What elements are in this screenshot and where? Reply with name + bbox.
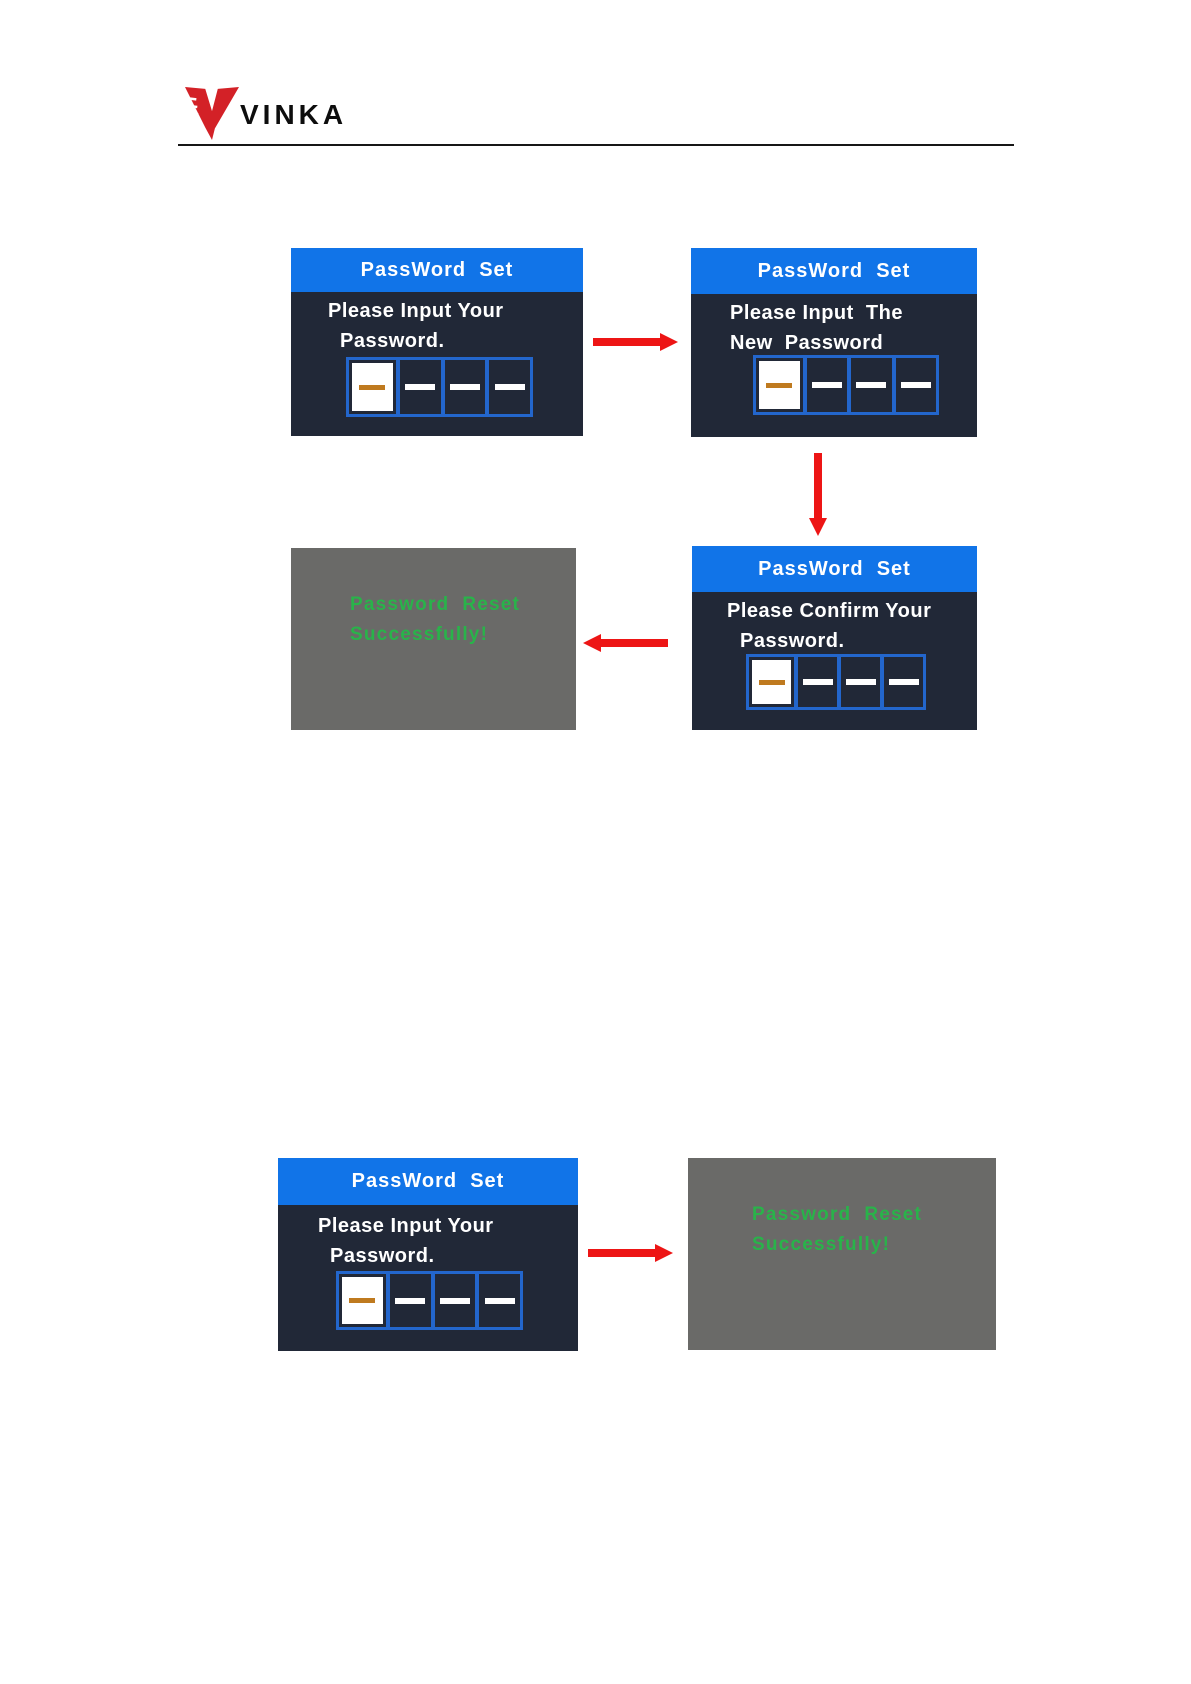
arrow-shaft: [588, 1249, 655, 1257]
screen-title-bar: PassWord Set: [291, 248, 583, 292]
password-digit-cell-active: [339, 1274, 390, 1327]
password-digit-boxes: [746, 654, 926, 710]
brand-name: VINKA: [240, 99, 348, 130]
prompt-line-2: New Password: [730, 332, 884, 354]
flow-arrow-down: [809, 453, 827, 536]
password-digit-cell: [435, 1274, 480, 1327]
password-digit-cell: [445, 360, 490, 414]
empty-dash: [802, 679, 833, 685]
password-digit-cell-active: [349, 360, 400, 414]
cursor-dash: [349, 1298, 376, 1303]
empty-dash: [845, 679, 876, 685]
screen-title: PassWord Set: [758, 557, 911, 580]
password-digit-cell: [489, 360, 530, 414]
prompt-line-2: Password.: [740, 630, 845, 652]
screen-title: PassWord Set: [360, 258, 514, 281]
prompt-line-1: Please Confirm Your: [727, 600, 932, 622]
empty-dash: [900, 382, 931, 388]
cursor-dash: [766, 382, 793, 388]
flow-arrow-right-2: [588, 1244, 673, 1262]
arrow-shaft: [814, 453, 822, 518]
password-digit-cell: [841, 657, 884, 707]
prompt-line-1: Please Input Your: [328, 300, 504, 322]
arrow-head: [809, 518, 827, 536]
password-digit-cell-active: [749, 657, 798, 707]
empty-dash: [395, 1297, 426, 1304]
success-line-2: Successfully!: [350, 624, 489, 645]
password-digit-cell: [884, 657, 923, 707]
screen-body: Please Input Your Password.: [291, 292, 583, 436]
screen-title-bar: PassWord Set: [691, 248, 977, 294]
screen-body: Please Confirm Your Password.: [692, 592, 977, 730]
screen-input-password-2: PassWord Set Please Input Your Password.: [278, 1158, 578, 1351]
empty-dash: [439, 1297, 470, 1304]
screen-title-bar: PassWord Set: [692, 546, 977, 592]
password-digit-cell: [896, 358, 937, 412]
screen-title-bar: PassWord Set: [278, 1158, 578, 1205]
arrow-head: [583, 634, 601, 652]
success-line-1: Password Reset: [350, 594, 521, 615]
success-line-2: Successfully!: [752, 1234, 891, 1255]
prompt-line-1: Please Input The: [730, 302, 903, 324]
active-cell-highlight: [352, 363, 393, 411]
password-digit-boxes: [346, 357, 533, 417]
prompt-line-2: Password.: [340, 330, 445, 352]
screen-title: PassWord Set: [757, 259, 911, 282]
password-digit-cell: [798, 657, 841, 707]
active-cell-highlight: [752, 660, 791, 704]
cursor-dash: [758, 679, 785, 685]
flow-arrow-right: [593, 333, 678, 351]
header-divider-line: [178, 144, 1014, 146]
empty-dash: [484, 1297, 515, 1304]
screen-body: Please Input The New Password: [691, 294, 977, 437]
screen-title: PassWord Set: [351, 1170, 505, 1192]
empty-dash: [888, 679, 919, 685]
empty-dash: [449, 384, 480, 390]
prompt-line-2: Password.: [330, 1245, 435, 1267]
screen-new-password: PassWord Set Please Input The New Passwo…: [691, 248, 977, 437]
active-cell-highlight: [759, 361, 800, 409]
password-digit-cell: [807, 358, 851, 412]
cursor-dash: [359, 384, 386, 390]
success-line-1: Password Reset: [752, 1204, 923, 1225]
screen-reset-success: Password Reset Successfully!: [291, 548, 576, 730]
vinka-bird-logo-icon: [183, 86, 239, 140]
empty-dash: [811, 382, 842, 388]
screen-confirm-password: PassWord Set Please Confirm Your Passwor…: [692, 546, 977, 730]
password-digit-cell-active: [756, 358, 807, 412]
flow-arrow-left: [583, 634, 668, 652]
password-digit-boxes: [336, 1271, 523, 1330]
password-digit-cell: [479, 1274, 520, 1327]
password-digit-cell: [400, 360, 445, 414]
empty-dash: [856, 382, 887, 388]
arrow-head: [660, 333, 678, 351]
arrow-head: [655, 1244, 673, 1262]
prompt-line-1: Please Input Your: [318, 1215, 494, 1237]
arrow-shaft: [593, 338, 660, 346]
screen-reset-success-2: Password Reset Successfully!: [688, 1158, 996, 1350]
empty-dash: [494, 384, 525, 390]
screen-body: Please Input Your Password.: [278, 1205, 578, 1351]
arrow-shaft: [601, 639, 668, 647]
password-digit-cell: [851, 358, 896, 412]
password-digit-boxes: [753, 355, 939, 415]
empty-dash: [405, 384, 436, 390]
password-digit-cell: [390, 1274, 435, 1327]
screen-input-password: PassWord Set Please Input Your Password.: [291, 248, 583, 436]
active-cell-highlight: [342, 1277, 383, 1324]
